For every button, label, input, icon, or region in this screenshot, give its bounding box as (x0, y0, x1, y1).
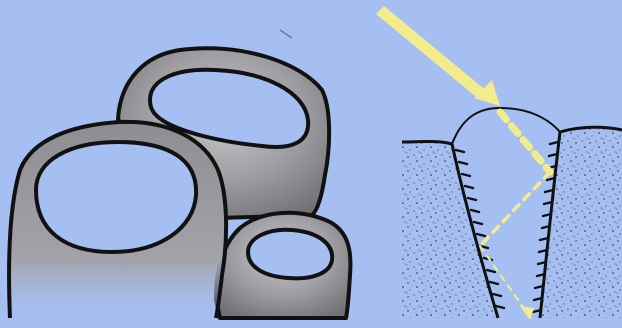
light-ray-arrow (376, 6, 500, 106)
ray-end-arrowhead (520, 306, 534, 320)
stray-mark (280, 30, 292, 38)
front-tube (9, 122, 226, 318)
cell-tubes-group (9, 30, 350, 318)
pit-dome (452, 108, 560, 144)
left-soil (402, 142, 498, 319)
front-tube-opening (36, 142, 196, 252)
small-tube (216, 213, 350, 318)
small-tube-opening (248, 230, 332, 279)
pit-cross-section-group (376, 6, 622, 320)
